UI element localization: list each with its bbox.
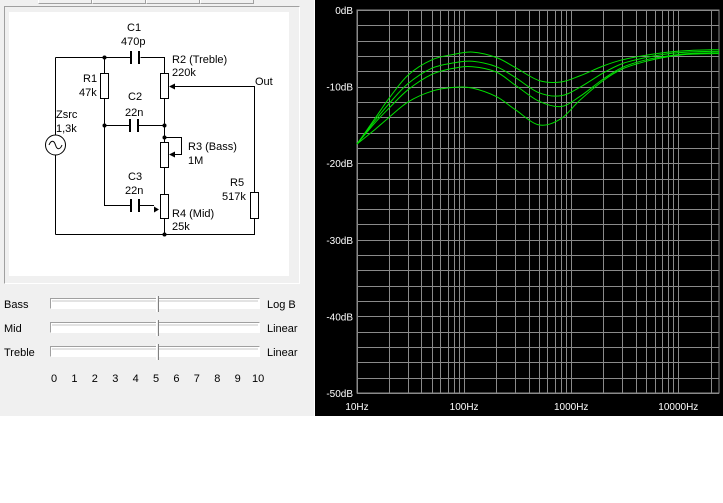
response-curve-2 [356,50,720,145]
label-r5: R5 [230,177,245,189]
scale-tick-label: 10 [252,373,265,385]
bass-slider-track[interactable] [50,298,260,309]
junction-dot [102,123,107,128]
y-tick-label: -50dB [326,389,353,400]
mid-slider[interactable] [50,320,260,336]
label-zsrc: Zsrc [56,109,78,121]
treble-slider-thumb[interactable] [156,344,159,360]
sine-wave-icon [48,140,63,150]
resistor-r5 [250,192,259,219]
value-zsrc: 1,3k [56,123,77,135]
mid-slider-thumb[interactable] [156,320,159,336]
wiper-arrow-r4 [154,206,159,213]
value-r5: 517k [222,191,246,203]
scale-tick-label: 2 [91,373,98,385]
resistor-r1 [100,73,109,99]
tab-strip [0,0,314,4]
wire-r3-wiper [164,137,182,155]
wire-top-right [140,57,165,73]
tab-edge-4[interactable] [200,0,254,4]
label-r4: R4 (Mid) [172,208,215,220]
response-curve-1 [356,49,720,145]
value-r4: 25k [172,221,190,233]
scale-tick-label: 4 [132,373,139,385]
resistor-r2 [160,73,169,99]
y-tick-label: -10dB [326,83,353,94]
capacitor-c2 [129,119,139,132]
response-curve-3 [356,52,720,145]
mid-label: Mid [4,323,22,335]
tab-edge-1[interactable] [38,0,92,4]
wire-r1-bottom [104,99,130,206]
tab-edge-2[interactable] [92,0,146,4]
scale-tick-label: 9 [234,373,241,385]
schematic-canvas: C1 470p R2 (Treble) 220k R1 47k C2 22n O… [9,12,289,276]
label-r1: R1 [83,73,98,85]
value-r1: 47k [79,87,97,99]
junction-dot [162,232,167,237]
treble-slider-track[interactable] [50,346,260,357]
frequency-response-chart: 0dB -10dB -20dB -30dB -40dB -50dB 10Hz 100Hz 100… [315,0,723,416]
wiper-arrow-r3 [169,151,175,158]
scale-tick-label: 1 [71,373,78,385]
bass-label: Bass [4,299,29,311]
treble-label: Treble [4,347,35,359]
value-r3: 1M [188,155,204,167]
junction-dot [102,55,107,60]
label-c2: C2 [128,91,143,103]
value-c3: 22n [125,185,144,197]
value-c1: 470p [121,36,146,48]
y-tick-label: -30dB [326,236,353,247]
y-tick-label: 0dB [335,6,353,17]
scale-tick-label: 3 [112,373,119,385]
mid-taper-label: Linear [267,323,298,335]
capacitor-c1 [130,51,140,64]
tab-edge-3[interactable] [146,0,200,4]
x-tick-label: 10Hz [345,402,368,413]
x-tick-label: 100Hz [450,402,479,413]
treble-taper-label: Linear [267,347,298,359]
plot-area [356,9,720,394]
label-r2: R2 (Treble) [172,54,228,66]
chart-svg: 0dB -10dB -20dB -30dB -40dB -50dB 10Hz 100Hz 100… [326,6,720,413]
value-r2: 220k [172,67,196,79]
junction-dot [162,123,167,128]
y-tick-label: -20dB [326,159,353,170]
scale-tick-label: 5 [153,373,160,385]
resistor-r4 [160,194,169,219]
wire-bottom [55,219,255,235]
y-tick-label: -40dB [326,312,353,323]
wiper-arrows [154,83,175,213]
bass-slider[interactable] [50,296,260,312]
left-panel: C1 470p R2 (Treble) 220k R1 47k C2 22n O… [0,0,314,416]
wire-out [171,86,255,192]
label-c3: C3 [128,171,143,183]
scale-tick-label: 8 [214,373,221,385]
scale-tick-label: 6 [173,373,180,385]
treble-slider[interactable] [50,344,260,360]
mid-slider-track[interactable] [50,322,260,333]
label-c1: C1 [127,22,142,34]
x-tick-label: 10000Hz [658,402,698,413]
scale-tick-label: 7 [193,373,200,385]
label-r3: R3 (Bass) [188,141,237,153]
bass-taper-label: Log B [267,299,296,311]
schematic-wires [45,51,259,237]
bass-slider-thumb[interactable] [156,296,159,312]
wiper-arrow-r2 [169,83,175,90]
capacitor-c3 [130,199,140,212]
value-c2: 22n [125,107,144,119]
x-tick-label: 1000Hz [554,402,588,413]
resistor-r3 [160,142,169,168]
response-curve-4 [356,53,720,145]
schematic-frame [4,6,300,284]
scale-tick-label: 0 [51,373,58,385]
junction-dot [162,135,167,140]
label-out: Out [255,76,273,88]
